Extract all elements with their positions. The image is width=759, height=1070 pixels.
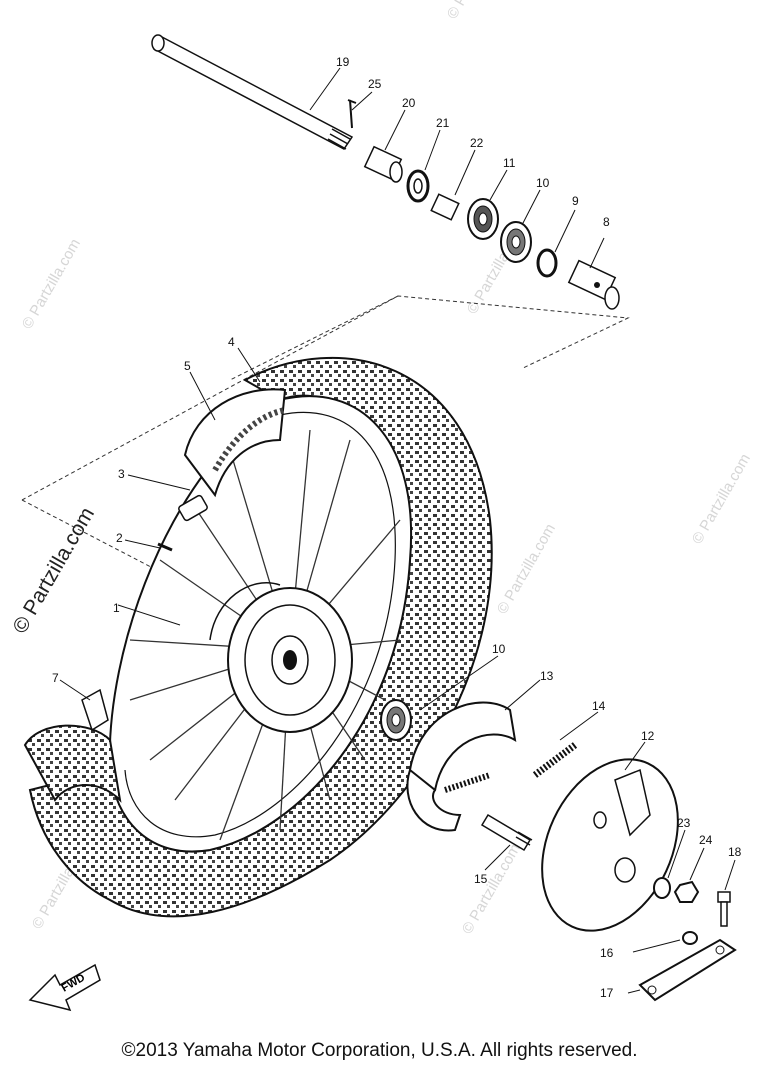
callout-5: 5 <box>184 359 191 373</box>
callout-10-upper: 10 <box>536 176 550 190</box>
cotter-pin <box>347 99 357 129</box>
callout-23: 23 <box>677 816 691 830</box>
axle-collar <box>363 145 403 183</box>
callout-8: 8 <box>603 215 610 229</box>
callout-1: 1 <box>113 601 120 615</box>
watermark-text: © Partzilla.com <box>444 0 509 22</box>
callout-labels: 1 2 3 4 5 7 8 9 10 10 11 12 13 14 15 16 … <box>52 55 742 1000</box>
callout-2: 2 <box>116 531 123 545</box>
axle-collar-8 <box>567 259 620 310</box>
watermark-text-dark: © Partzilla.com <box>8 503 99 637</box>
nut-24 <box>673 880 700 903</box>
copyright-notice: ©2013 Yamaha Motor Corporation, U.S.A. A… <box>121 1040 638 1061</box>
callout-9: 9 <box>572 194 579 208</box>
callout-14: 14 <box>592 699 606 713</box>
brake-shoe-plate <box>541 758 679 932</box>
brake-camshaft <box>480 813 533 852</box>
callout-12: 12 <box>641 729 655 743</box>
brake-spring <box>532 742 578 778</box>
callout-22: 22 <box>470 136 484 150</box>
valve-stem <box>178 494 208 522</box>
watermark-text: © Partzilla.com <box>459 841 524 937</box>
camshaft-lever <box>638 938 737 1002</box>
front-axle <box>151 34 354 150</box>
callout-13: 13 <box>540 669 554 683</box>
watermark-text: © Partzilla.com <box>19 236 84 332</box>
washer-16 <box>682 931 698 945</box>
callout-20: 20 <box>402 96 416 110</box>
callout-16: 16 <box>600 946 614 960</box>
callout-11: 11 <box>503 156 516 170</box>
callout-17: 17 <box>600 986 614 1000</box>
leader-lines <box>59 67 736 994</box>
bearing-10-lower <box>380 699 412 741</box>
callout-15: 15 <box>474 872 488 886</box>
rim-band <box>81 688 109 732</box>
callout-4: 4 <box>228 335 235 349</box>
oil-seal <box>406 169 430 203</box>
tire-section <box>23 724 122 803</box>
callout-18: 18 <box>728 845 742 859</box>
bearing-10-upper <box>500 221 532 263</box>
callout-3: 3 <box>118 467 125 481</box>
callout-7: 7 <box>52 671 59 685</box>
callout-25: 25 <box>368 77 382 91</box>
forward-arrow: FWD <box>28 963 101 1012</box>
brake-shoe-set <box>406 701 517 832</box>
watermark-text: © Partzilla.com <box>689 451 754 547</box>
callout-19: 19 <box>336 55 350 69</box>
washer-23 <box>653 877 671 899</box>
callout-24: 24 <box>699 833 713 847</box>
bolt-18 <box>717 891 731 927</box>
spoke-nipple <box>157 542 173 552</box>
callout-10-lower: 10 <box>492 642 506 656</box>
oil-seal-9 <box>536 248 558 278</box>
watermark-text: © Partzilla.com <box>494 521 559 617</box>
inner-tube <box>183 388 287 498</box>
bearing-11 <box>467 198 499 240</box>
assembly-guide-box <box>21 295 630 581</box>
callout-21: 21 <box>436 116 450 130</box>
bearing-spacer <box>430 193 460 221</box>
